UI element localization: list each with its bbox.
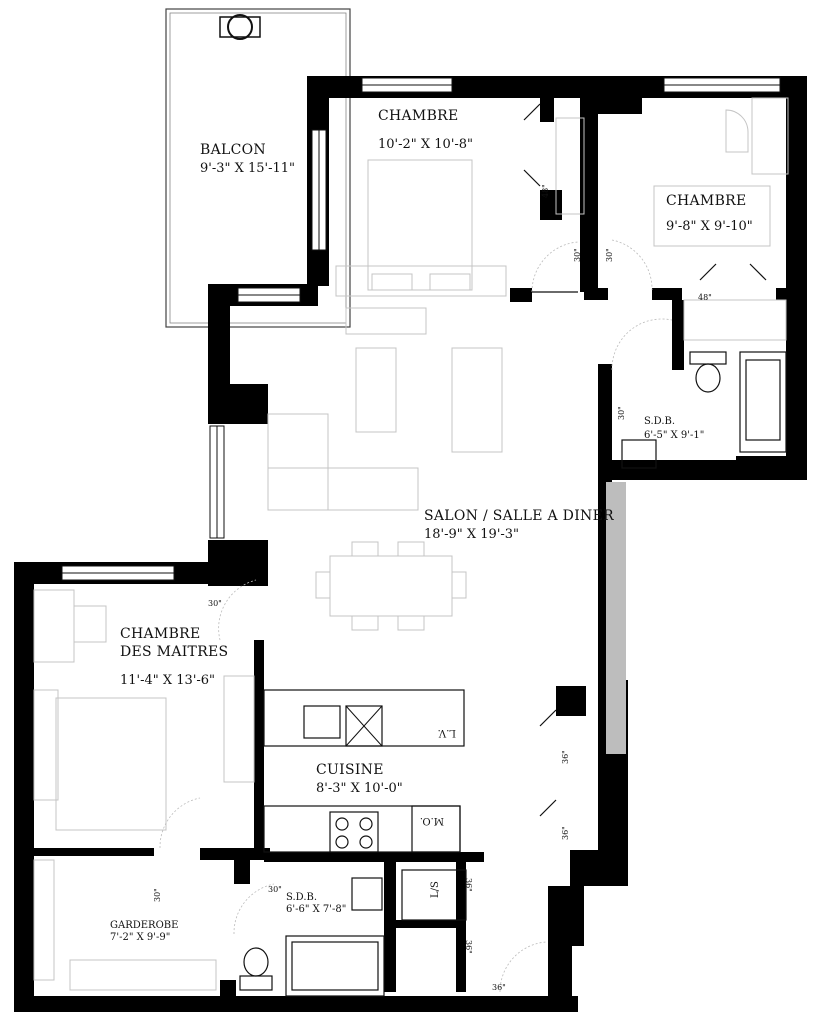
- door-width-label: 36": [561, 826, 570, 840]
- sdb1-dim: 6'-5" X 9'-1": [644, 430, 704, 441]
- salon-name: SALON / SALLE A DINER: [424, 508, 614, 524]
- door-width-label: 30": [617, 406, 626, 420]
- balcon-dim: 9'-3" X 15'-11": [200, 161, 295, 176]
- door-width-label: 36": [492, 983, 506, 992]
- chambre1-name: CHAMBRE: [378, 108, 459, 124]
- microwave-tag: M.O.: [420, 815, 444, 826]
- door-width-label: 48": [698, 293, 712, 302]
- salon-dim: 18'-9" X 19'-3": [424, 527, 519, 542]
- garderobe-dim: 7'-2" X 9'-9": [110, 932, 170, 943]
- maitres-name1: CHAMBRE: [120, 626, 201, 642]
- door-width-label: 30": [573, 248, 582, 262]
- sdb2-name: S.D.B.: [286, 892, 317, 903]
- chambre1-dim: 10'-2" X 10'-8": [378, 137, 473, 152]
- maitres-name2: DES MAITRES: [120, 644, 228, 660]
- door-width-label: 30": [268, 885, 282, 894]
- door-width-label: 30": [605, 248, 614, 262]
- fixtures: [33, 351, 787, 997]
- chambre2-name: CHAMBRE: [666, 193, 747, 209]
- laundry-tag: L/S: [430, 881, 441, 898]
- appliance-tags: L/S M.O. L.V.: [420, 727, 456, 898]
- sdb2-dim: 6'-6" X 7'-8": [286, 904, 346, 915]
- door-width-label: 36": [561, 750, 570, 764]
- door-width-label: 48": [541, 184, 550, 198]
- door-width-label: 30": [208, 599, 222, 608]
- sdb1-name: S.D.B.: [644, 416, 675, 427]
- balcony: [165, 8, 351, 328]
- walls: [14, 76, 807, 1012]
- door-width-labels: 48" 30" 30" 48" 30" 30" 36" 36" 30" 30" …: [153, 184, 712, 992]
- garderobe-name: GARDEROBE: [110, 920, 178, 931]
- room-labels: BALCON 9'-3" X 15'-11" CHAMBRE 10'-2" X …: [110, 108, 753, 943]
- door-width-label: 30": [153, 888, 162, 902]
- chambre2-dim: 9'-8" X 9'-10": [666, 219, 753, 234]
- dishwasher-tag: L.V.: [438, 727, 456, 738]
- cuisine-dim: 8'-3" X 10'-0": [316, 781, 403, 796]
- windows: [61, 77, 781, 754]
- door-width-label: 36": [464, 940, 473, 954]
- doors: [159, 103, 767, 993]
- door-width-label: 36": [464, 878, 473, 892]
- cuisine-name: CUISINE: [316, 762, 384, 778]
- furniture: [33, 97, 789, 831]
- maitres-dim: 11'-4" X 13'-6": [120, 673, 215, 688]
- balcon-name: BALCON: [200, 142, 266, 158]
